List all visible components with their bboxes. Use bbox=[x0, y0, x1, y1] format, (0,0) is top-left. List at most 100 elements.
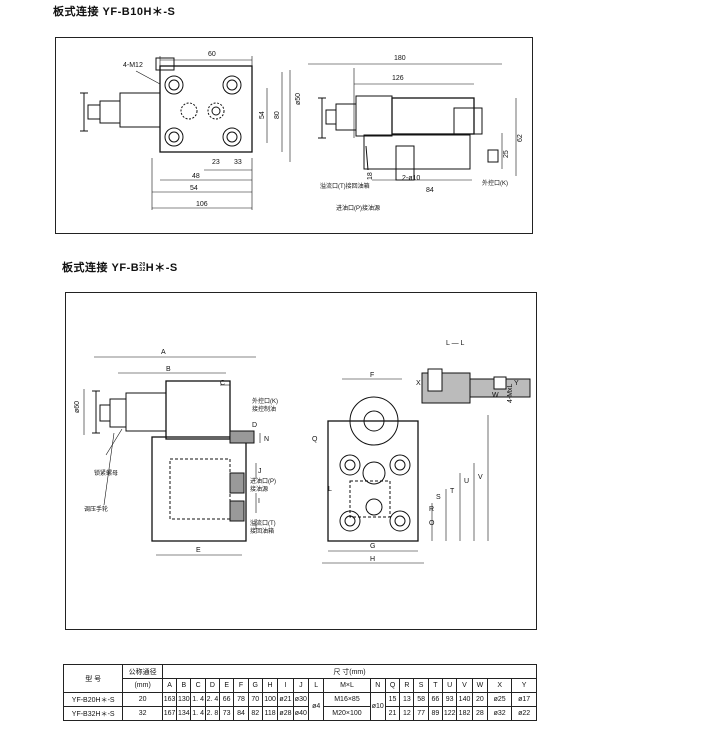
dim-F: F bbox=[370, 372, 374, 379]
dim-48: 48 bbox=[192, 173, 200, 180]
table-cell: 66 bbox=[427, 692, 444, 707]
dim-Q: Q bbox=[312, 436, 318, 443]
table-cell: 134 bbox=[176, 706, 192, 721]
row-model: YF-B20H＊-S bbox=[62, 692, 124, 707]
mid-front-view bbox=[327, 396, 419, 542]
col-header: T bbox=[427, 678, 444, 693]
dim-Y: Y bbox=[514, 380, 519, 387]
table-cell: 89 bbox=[427, 706, 444, 721]
table-cell: M20×100 bbox=[323, 706, 371, 721]
table-cell: 163 bbox=[161, 692, 178, 707]
header-size: 尺 寸(mm) bbox=[161, 664, 538, 679]
table-cell: ø28 bbox=[277, 706, 294, 721]
col-header: I bbox=[277, 678, 294, 693]
dim-phi50: ø50 bbox=[295, 93, 302, 105]
table-cell: ø21 bbox=[277, 692, 294, 707]
dim-4m12: 4-M12 bbox=[123, 62, 143, 69]
header-unit: (mm) bbox=[122, 678, 163, 693]
table-cell: ø32 bbox=[487, 706, 513, 721]
label-pilot: 外控口(K) bbox=[252, 397, 278, 405]
table-cell: 82 bbox=[247, 706, 263, 721]
mid-title-tail: H＊-S bbox=[145, 262, 178, 274]
col-header: V bbox=[456, 678, 473, 693]
table-cell: 21 bbox=[384, 706, 401, 721]
table-cell: 130 bbox=[176, 692, 192, 707]
dim-23: 23 bbox=[212, 159, 220, 166]
table-cell: 70 bbox=[247, 692, 263, 707]
table-cell: 2. 8 bbox=[204, 706, 221, 721]
dim-W: W bbox=[492, 392, 499, 399]
dim-62: 62 bbox=[517, 134, 524, 142]
table-cell: 13 bbox=[399, 692, 415, 707]
table-cell: 118 bbox=[261, 706, 279, 721]
dim-R: R bbox=[429, 506, 434, 513]
label-lock-nut: 锁紧螺母 bbox=[94, 469, 118, 477]
col-header: Y bbox=[511, 678, 537, 693]
table-cell: 20 bbox=[471, 692, 489, 707]
row-nominal: 20 bbox=[122, 692, 163, 707]
table-cell: ø40 bbox=[292, 706, 310, 721]
table-cell: 73 bbox=[219, 706, 235, 721]
mid-drawing: A B C D E ø60 N J I F G H L O R Q S T U … bbox=[74, 340, 531, 564]
label-overflow: 溢流口(T) bbox=[250, 519, 276, 527]
dim-O: O bbox=[429, 520, 435, 527]
col-header: G bbox=[247, 678, 263, 693]
table-cell: 15 bbox=[384, 692, 401, 707]
dim-84: 84 bbox=[426, 187, 434, 194]
dim-S: S bbox=[436, 494, 441, 501]
table-cell: ø22 bbox=[511, 706, 537, 721]
mid-side-view bbox=[92, 380, 255, 542]
dim-mxl: 4-MxL bbox=[507, 383, 514, 403]
dim-180: 180 bbox=[394, 55, 406, 62]
dim-C: C bbox=[220, 380, 225, 387]
table-cell: M16×85 bbox=[323, 692, 371, 707]
dim-I: I bbox=[258, 498, 260, 505]
dim-18: 18 bbox=[367, 172, 374, 180]
dim-V: V bbox=[478, 474, 483, 481]
col-header: C bbox=[190, 678, 206, 693]
table-cell: 1. 4 bbox=[190, 692, 206, 707]
col-header: B bbox=[176, 678, 192, 693]
mid-title-main: 板式连接 YF-B bbox=[62, 262, 140, 274]
table-cell: 1. 4 bbox=[190, 706, 206, 721]
dim-126: 126 bbox=[392, 75, 404, 82]
table-header-row-1: 型 号 公称通径 尺 寸(mm) bbox=[62, 664, 538, 693]
mid-drawing-frame: A B C D E ø60 N J I F G H L O R Q S T U … bbox=[65, 292, 537, 630]
table-cell: ø25 bbox=[487, 692, 513, 707]
row-nominal: 32 bbox=[122, 706, 163, 721]
col-header: H bbox=[261, 678, 279, 693]
table-cell: 182 bbox=[456, 706, 473, 721]
label-pilot: 外控口(K) bbox=[482, 179, 508, 187]
mid-title-sub: 32 bbox=[139, 267, 146, 274]
dim-B: B bbox=[166, 366, 171, 373]
header-nominal: 公称通径 bbox=[122, 664, 163, 679]
mid-section-LL bbox=[421, 368, 531, 404]
dim-J: J bbox=[258, 468, 262, 475]
table-cell: ø17 bbox=[511, 692, 537, 707]
dim-N: N bbox=[264, 436, 269, 443]
label-overflow: 溢流口(T)接回油箱 bbox=[320, 182, 370, 190]
col-header: L bbox=[308, 678, 325, 693]
col-header: N bbox=[369, 678, 386, 693]
col-header: U bbox=[442, 678, 458, 693]
col-header: S bbox=[413, 678, 429, 693]
dim-25: 25 bbox=[503, 150, 510, 158]
dim-60: 60 bbox=[208, 51, 216, 58]
col-header: A bbox=[161, 678, 178, 693]
top-right-valve-view bbox=[318, 95, 499, 181]
label-handwheel: 调压手轮 bbox=[84, 505, 108, 513]
label-inlet-2: 接油源 bbox=[250, 485, 268, 493]
col-header: M×L bbox=[323, 678, 371, 693]
table-cell: 78 bbox=[233, 692, 249, 707]
col-header: J bbox=[292, 678, 310, 693]
cell-merged-n: ø10 bbox=[369, 692, 386, 721]
label-inlet: 进油口(P) bbox=[250, 477, 276, 485]
dim-54b: 54 bbox=[190, 185, 198, 192]
table-cell: 93 bbox=[442, 692, 458, 707]
col-header: R bbox=[399, 678, 415, 693]
section-label-LL: L — L bbox=[446, 340, 465, 347]
